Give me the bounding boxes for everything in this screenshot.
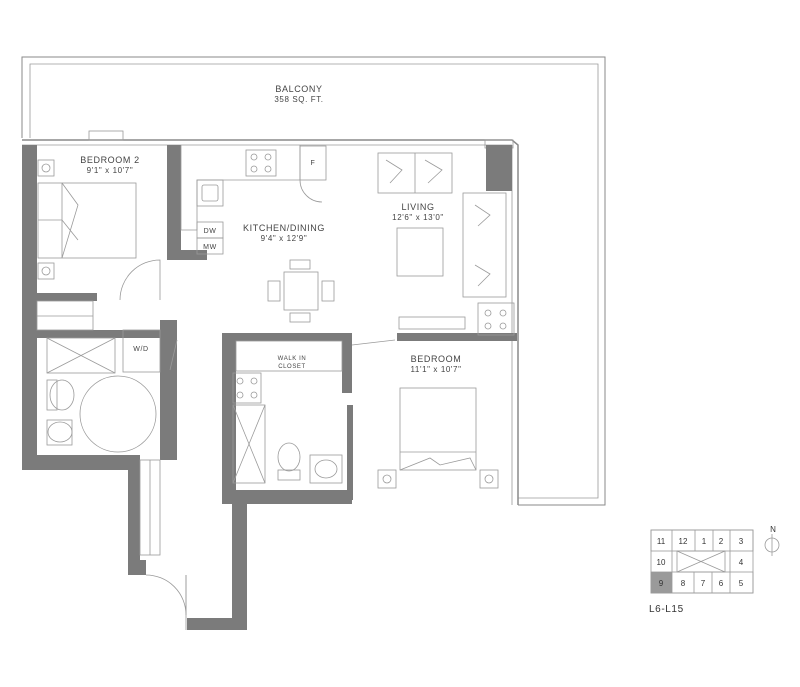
walk-in-closet bbox=[232, 340, 343, 404]
balcony-area: 358 SQ. FT. bbox=[274, 95, 323, 104]
fridge-label: F bbox=[311, 160, 316, 167]
label-bedroom: BEDROOM 11'1" x 10'7" bbox=[410, 354, 462, 374]
closet-bedroom-2 bbox=[36, 300, 94, 331]
north-label: N bbox=[770, 525, 776, 534]
north-arrow-icon: N bbox=[764, 525, 780, 556]
loveseat bbox=[462, 192, 507, 298]
window-wall bbox=[22, 130, 519, 505]
label-walk-in-closet: WALK IN CLOSET bbox=[278, 356, 307, 370]
media-console bbox=[398, 316, 466, 330]
door-bedroom-2 bbox=[119, 259, 161, 301]
kitchen-dining-name: KITCHEN/DINING bbox=[243, 223, 325, 233]
label-balcony: BALCONY 358 SQ. FT. bbox=[274, 84, 323, 104]
key-plan: 11 12 1 2 3 10 4 9 8 7 6 5 bbox=[650, 529, 754, 594]
laundry-door bbox=[169, 339, 178, 371]
key-unit-10: 10 bbox=[657, 558, 666, 567]
floor-range-label: L6-L15 bbox=[649, 604, 684, 615]
entry-closet bbox=[139, 459, 161, 556]
walk-in-line-2: CLOSET bbox=[278, 364, 306, 370]
dishwasher-label: DW bbox=[204, 228, 217, 235]
stove-living bbox=[477, 302, 515, 336]
key-unit-1: 1 bbox=[702, 537, 707, 546]
coffee-table bbox=[396, 227, 444, 277]
walk-in-line-1: WALK IN bbox=[278, 356, 307, 362]
balcony-outline bbox=[21, 56, 606, 506]
key-unit-8: 8 bbox=[681, 579, 686, 588]
washer-dryer bbox=[122, 329, 161, 373]
key-unit-9: 9 bbox=[659, 579, 664, 588]
living-name: LIVING bbox=[401, 202, 434, 212]
dining-table bbox=[267, 259, 335, 323]
label-living: LIVING 12'6" x 13'0" bbox=[392, 202, 444, 222]
label-bedroom-2: BEDROOM 2 9'1" x 10'7" bbox=[80, 155, 139, 175]
bedroom-2-name: BEDROOM 2 bbox=[80, 155, 139, 165]
washer-dryer-label: W/D bbox=[133, 346, 148, 353]
kitchen-counter bbox=[180, 145, 327, 255]
key-unit-11: 11 bbox=[657, 537, 666, 546]
bedroom-2-dims: 9'1" x 10'7" bbox=[87, 166, 134, 175]
bed-bedroom-2 bbox=[37, 159, 137, 280]
bathroom-2 bbox=[46, 337, 157, 453]
sofa bbox=[377, 152, 453, 194]
key-unit-2: 2 bbox=[719, 537, 724, 546]
key-unit-4: 4 bbox=[739, 558, 744, 567]
key-unit-12: 12 bbox=[679, 537, 688, 546]
key-unit-6: 6 bbox=[719, 579, 724, 588]
bedroom-door bbox=[351, 339, 396, 346]
kitchen-dining-dims: 9'4" x 12'9" bbox=[261, 234, 308, 243]
key-plan-highlighted-unit bbox=[651, 572, 672, 593]
key-unit-7: 7 bbox=[701, 579, 706, 588]
bed-bedroom bbox=[377, 387, 499, 489]
balcony-name: BALCONY bbox=[275, 84, 322, 94]
label-kitchen-dining: KITCHEN/DINING 9'4" x 12'9" bbox=[243, 223, 325, 243]
walls bbox=[22, 145, 517, 630]
key-unit-3: 3 bbox=[739, 537, 744, 546]
ensuite-bathroom bbox=[232, 404, 343, 484]
key-unit-5: 5 bbox=[739, 579, 744, 588]
bedroom-name: BEDROOM bbox=[411, 354, 462, 364]
bedroom-dims: 11'1" x 10'7" bbox=[410, 365, 461, 374]
living-dims: 12'6" x 13'0" bbox=[392, 213, 444, 222]
entry-door bbox=[145, 574, 187, 630]
microwave-label: MW bbox=[203, 244, 217, 251]
